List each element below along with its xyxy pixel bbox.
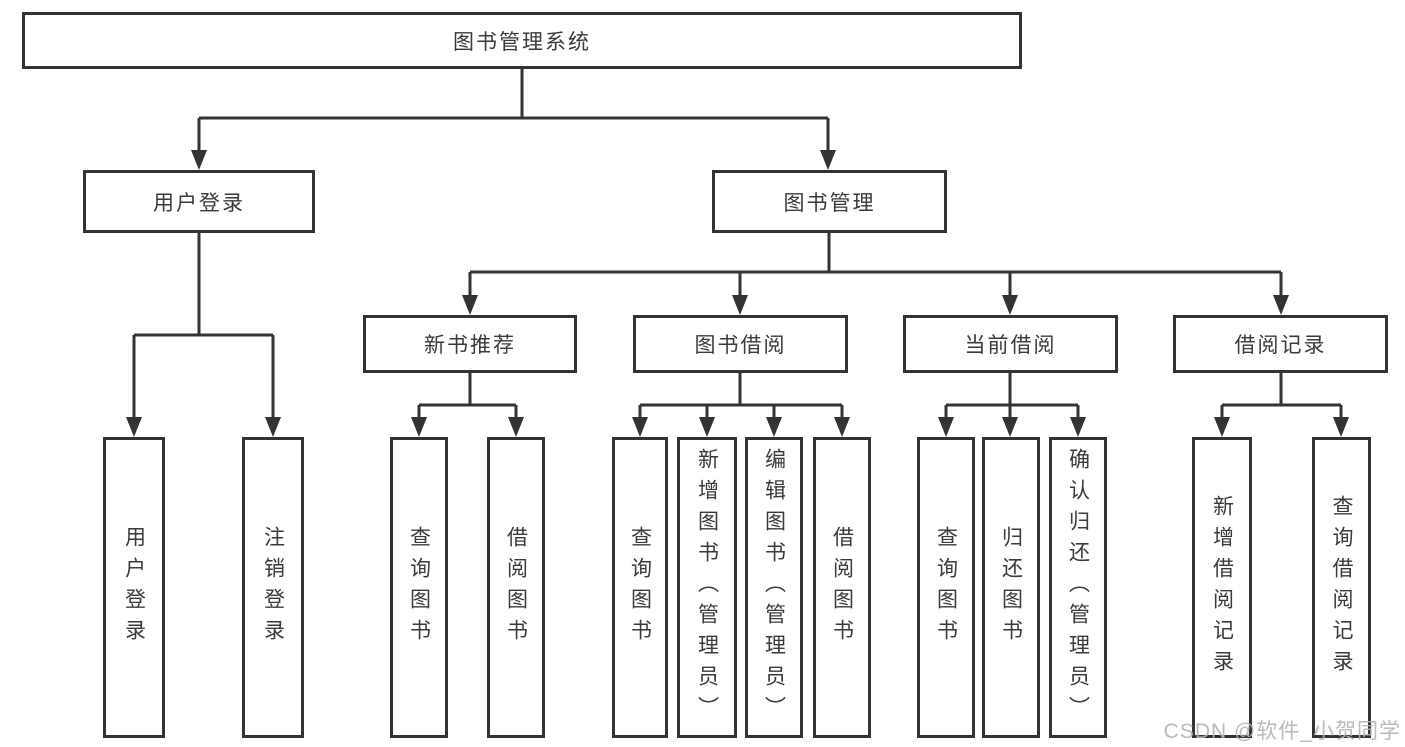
leaf-borrow-books: 借阅图书 xyxy=(813,437,871,738)
leaf-edit-book-admin: 编辑图书（管理员） xyxy=(745,437,803,738)
node-label: 查询图书 xyxy=(407,525,431,650)
leaf-query-books-current: 查询图书 xyxy=(917,437,975,738)
node-label: 当前借阅 xyxy=(964,334,1057,357)
node-label: 图书管理系统 xyxy=(453,30,591,54)
connector-paths xyxy=(132,69,1343,419)
node-label: 用户登录 xyxy=(153,191,245,215)
node-label: 新书推荐 xyxy=(424,334,516,357)
leaf-logout: 注销登录 xyxy=(242,437,304,738)
node-label: 借阅图书 xyxy=(504,525,528,650)
leaf-query-books-recommend: 查询图书 xyxy=(390,437,448,738)
node-user-login: 用户登录 xyxy=(83,170,315,233)
node-label: 查询借阅记录 xyxy=(1330,494,1353,681)
leaf-return-books: 归还图书 xyxy=(982,437,1040,738)
node-label: 图书借阅 xyxy=(694,334,787,357)
leaf-user-login: 用户登录 xyxy=(103,437,165,738)
node-label: 新增图书（管理员） xyxy=(695,448,719,727)
node-label: 新增借阅记录 xyxy=(1210,494,1234,681)
node-label: 编辑图书（管理员） xyxy=(762,448,786,727)
node-label: 用户登录 xyxy=(122,525,146,650)
leaf-add-book-admin: 新增图书（管理员） xyxy=(677,437,737,738)
leaf-add-borrow-record: 新增借阅记录 xyxy=(1192,437,1252,738)
node-label: 借阅记录 xyxy=(1234,334,1327,357)
leaf-query-books-borrow: 查询图书 xyxy=(612,437,668,738)
node-label: 归还图书 xyxy=(999,525,1023,650)
node-label: 确认归还（管理员） xyxy=(1066,448,1090,727)
node-label: 查询图书 xyxy=(628,525,652,650)
node-book-management: 图书管理 xyxy=(712,170,947,233)
arrowheads xyxy=(126,150,1349,437)
leaf-query-borrow-record: 查询借阅记录 xyxy=(1312,437,1371,738)
node-label: 查询图书 xyxy=(934,525,958,650)
node-borrowing-records: 借阅记录 xyxy=(1173,315,1388,373)
node-root-library-system: 图书管理系统 xyxy=(22,12,1022,69)
node-label: 注销登录 xyxy=(261,525,285,650)
csdn-watermark: CSDN @软件_小贺同学 xyxy=(1163,720,1401,743)
leaf-borrow-books-recommend: 借阅图书 xyxy=(487,437,545,738)
node-book-borrowing: 图书借阅 xyxy=(633,315,848,373)
node-label: 借阅图书 xyxy=(830,525,854,650)
node-current-borrowing: 当前借阅 xyxy=(903,315,1118,373)
node-new-book-recommendation: 新书推荐 xyxy=(363,315,577,373)
node-label: 图书管理 xyxy=(783,191,876,215)
leaf-confirm-return-admin: 确认归还（管理员） xyxy=(1049,437,1107,738)
